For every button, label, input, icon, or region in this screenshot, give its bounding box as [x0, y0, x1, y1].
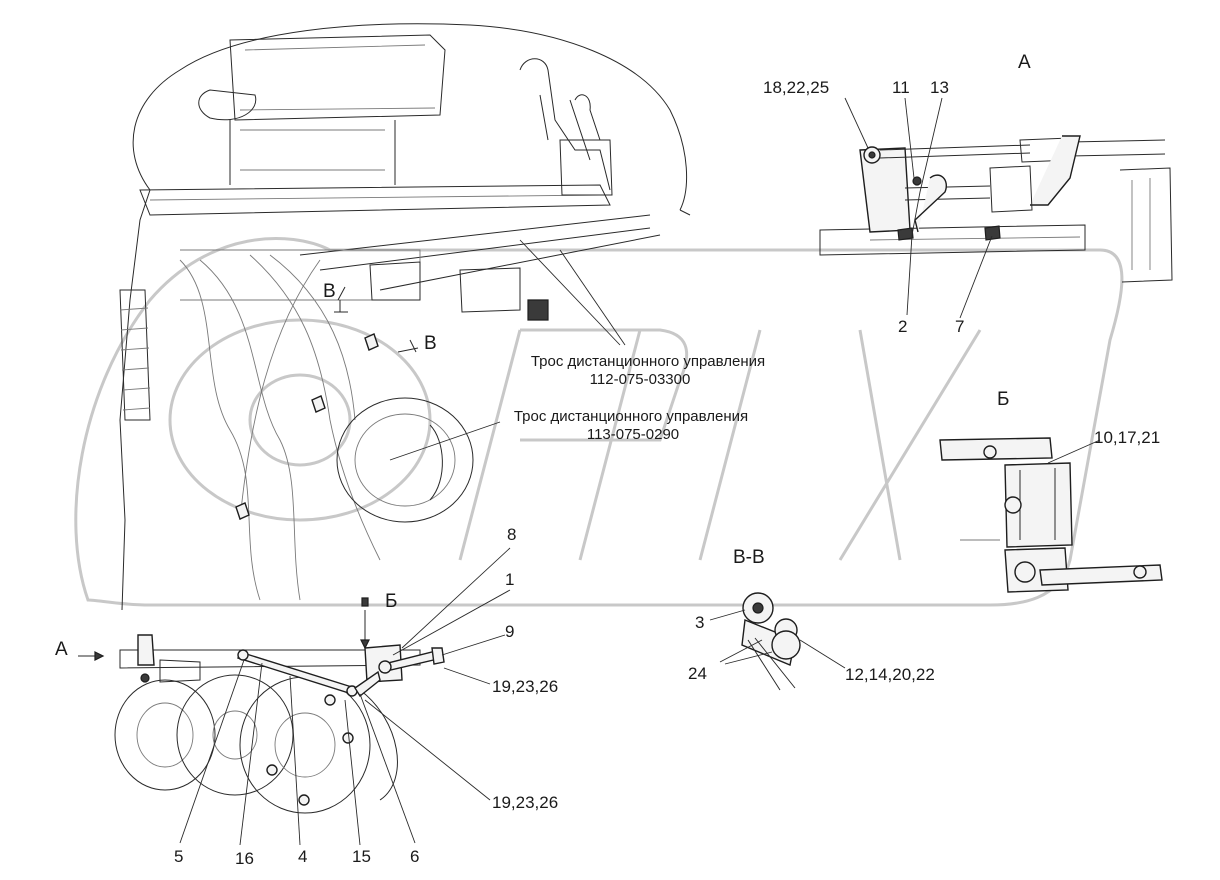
view-a-arrow-label: А — [55, 639, 68, 660]
section-v-marker-right: В — [424, 333, 437, 354]
cable-1-code: 112-075-03300 — [590, 371, 691, 388]
section-v-marker-top: В — [323, 281, 336, 302]
callout-3: 3 — [695, 613, 704, 632]
callout-18-22-25: 18,22,25 — [763, 78, 829, 97]
callout-5: 5 — [174, 847, 183, 866]
cable-2-name: Трос дистанционного управления — [514, 408, 748, 425]
callout-12-14-20-22: 12,14,20,22 — [845, 665, 935, 684]
main-view-leaders — [78, 547, 511, 846]
view-b-detail — [939, 437, 1163, 593]
watermark-opex-logo — [74, 237, 1124, 607]
callout-1: 1 — [505, 570, 514, 589]
callout-19-23-26-bottom: 19,23,26 — [492, 793, 558, 812]
main-view-engine-assembly — [114, 23, 691, 814]
callout-2: 2 — [898, 317, 907, 336]
section-v-title: В-В — [733, 547, 765, 568]
cable-2-code: 113-075-0290 — [587, 426, 679, 443]
callout-10-17-21: 10,17,21 — [1094, 428, 1160, 447]
cable-1-name: Трос дистанционного управления — [531, 353, 765, 370]
view-a-detail — [819, 97, 1173, 319]
callout-13: 13 — [930, 78, 949, 97]
callout-9: 9 — [505, 622, 514, 641]
callout-19-23-26-top: 19,23,26 — [492, 677, 558, 696]
callout-15: 15 — [352, 847, 371, 866]
labels: А А Б Б В-В В В Трос дистанционного упра… — [55, 52, 1160, 868]
view-b-title: Б — [997, 389, 1009, 410]
view-a-title: А — [1018, 52, 1031, 73]
callout-11: 11 — [892, 78, 910, 97]
callout-24: 24 — [688, 664, 707, 683]
callout-4: 4 — [298, 847, 307, 866]
callout-7: 7 — [955, 317, 964, 336]
section-v-detail — [709, 592, 846, 691]
callout-8: 8 — [507, 525, 516, 544]
callout-16: 16 — [235, 849, 254, 868]
view-b-arrow-label: Б — [385, 591, 397, 612]
callout-6: 6 — [410, 847, 419, 866]
